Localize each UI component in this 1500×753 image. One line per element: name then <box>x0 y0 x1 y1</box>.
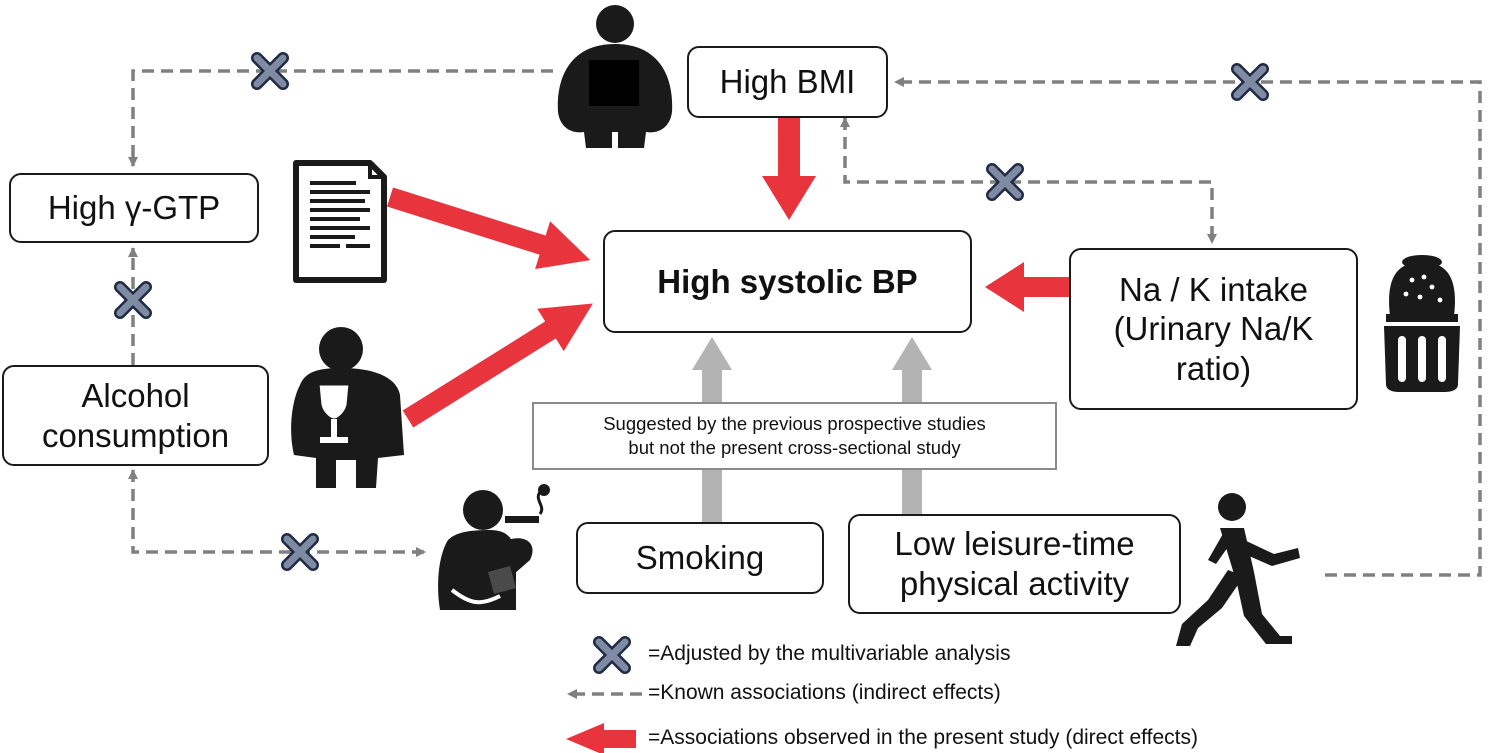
na-k-box: Na / K intake (Urinary Na/K ratio) <box>1069 248 1358 410</box>
alcohol-box: Alcohol consumption <box>2 365 269 466</box>
dashed-arrow-alcohol-smoking <box>128 469 426 557</box>
wine-drinker-icon <box>291 327 404 488</box>
na-k-line-3: ratio) <box>1175 349 1252 387</box>
high-bmi-box: High BMI <box>687 46 888 118</box>
legend-observed-text: =Associations observed in the present st… <box>648 726 1198 749</box>
legend-cross-mark-icon <box>599 642 625 668</box>
cross-mark-icon <box>1237 69 1263 95</box>
na-k-line-2: (Urinary Na/K <box>1113 310 1314 348</box>
legend-adjusted-text: =Adjusted by the multivariable analysis <box>648 642 1011 665</box>
legend-red-arrow <box>566 723 636 753</box>
salt-shaker-icon <box>1384 255 1460 392</box>
suggested-note-line-1: Suggested by the previous prospective st… <box>603 412 986 434</box>
low-leisure-box: Low leisure-time physical activity <box>848 514 1181 614</box>
direct-arrow-alcohol <box>402 303 593 428</box>
suggested-note-line-2: but not the present cross-sectional stud… <box>628 437 961 458</box>
high-gtp-label: High γ-GTP <box>47 189 221 227</box>
smoker-icon <box>438 484 550 610</box>
smoking-label: Smoking <box>635 539 765 577</box>
dashed-arrow-bmi-nak <box>840 117 1217 244</box>
obese-person-icon <box>557 5 673 148</box>
dashed-arrow-obesity-to-gtp <box>128 69 553 167</box>
high-sbp-label: High systolic BP <box>657 262 918 300</box>
high-bmi-label: High BMI <box>719 63 856 101</box>
high-sbp-box: High systolic BP <box>603 230 972 333</box>
suggested-note-box: Suggested by the previous prospective st… <box>532 402 1057 470</box>
low-leisure-line-2: physical activity <box>899 565 1130 602</box>
cross-mark-icon <box>120 287 146 313</box>
alcohol-line-2: consumption <box>41 416 230 454</box>
alcohol-line-1: Alcohol <box>81 376 190 414</box>
direct-arrow-na-k <box>985 262 1070 312</box>
high-gtp-box: High γ-GTP <box>9 173 259 243</box>
low-leisure-line-1: Low leisure-time <box>894 525 1135 563</box>
document-icon <box>293 160 387 283</box>
direct-arrow-bmi <box>762 118 816 220</box>
direct-arrow-document <box>386 187 591 269</box>
na-k-line-1: Na / K intake <box>1119 270 1308 308</box>
dashed-arrow-activity-to-bmi <box>894 77 1482 577</box>
smoking-box: Smoking <box>576 522 824 594</box>
legend-known-text: =Known associations (indirect effects) <box>648 681 1001 704</box>
walking-person-icon <box>1176 493 1300 646</box>
